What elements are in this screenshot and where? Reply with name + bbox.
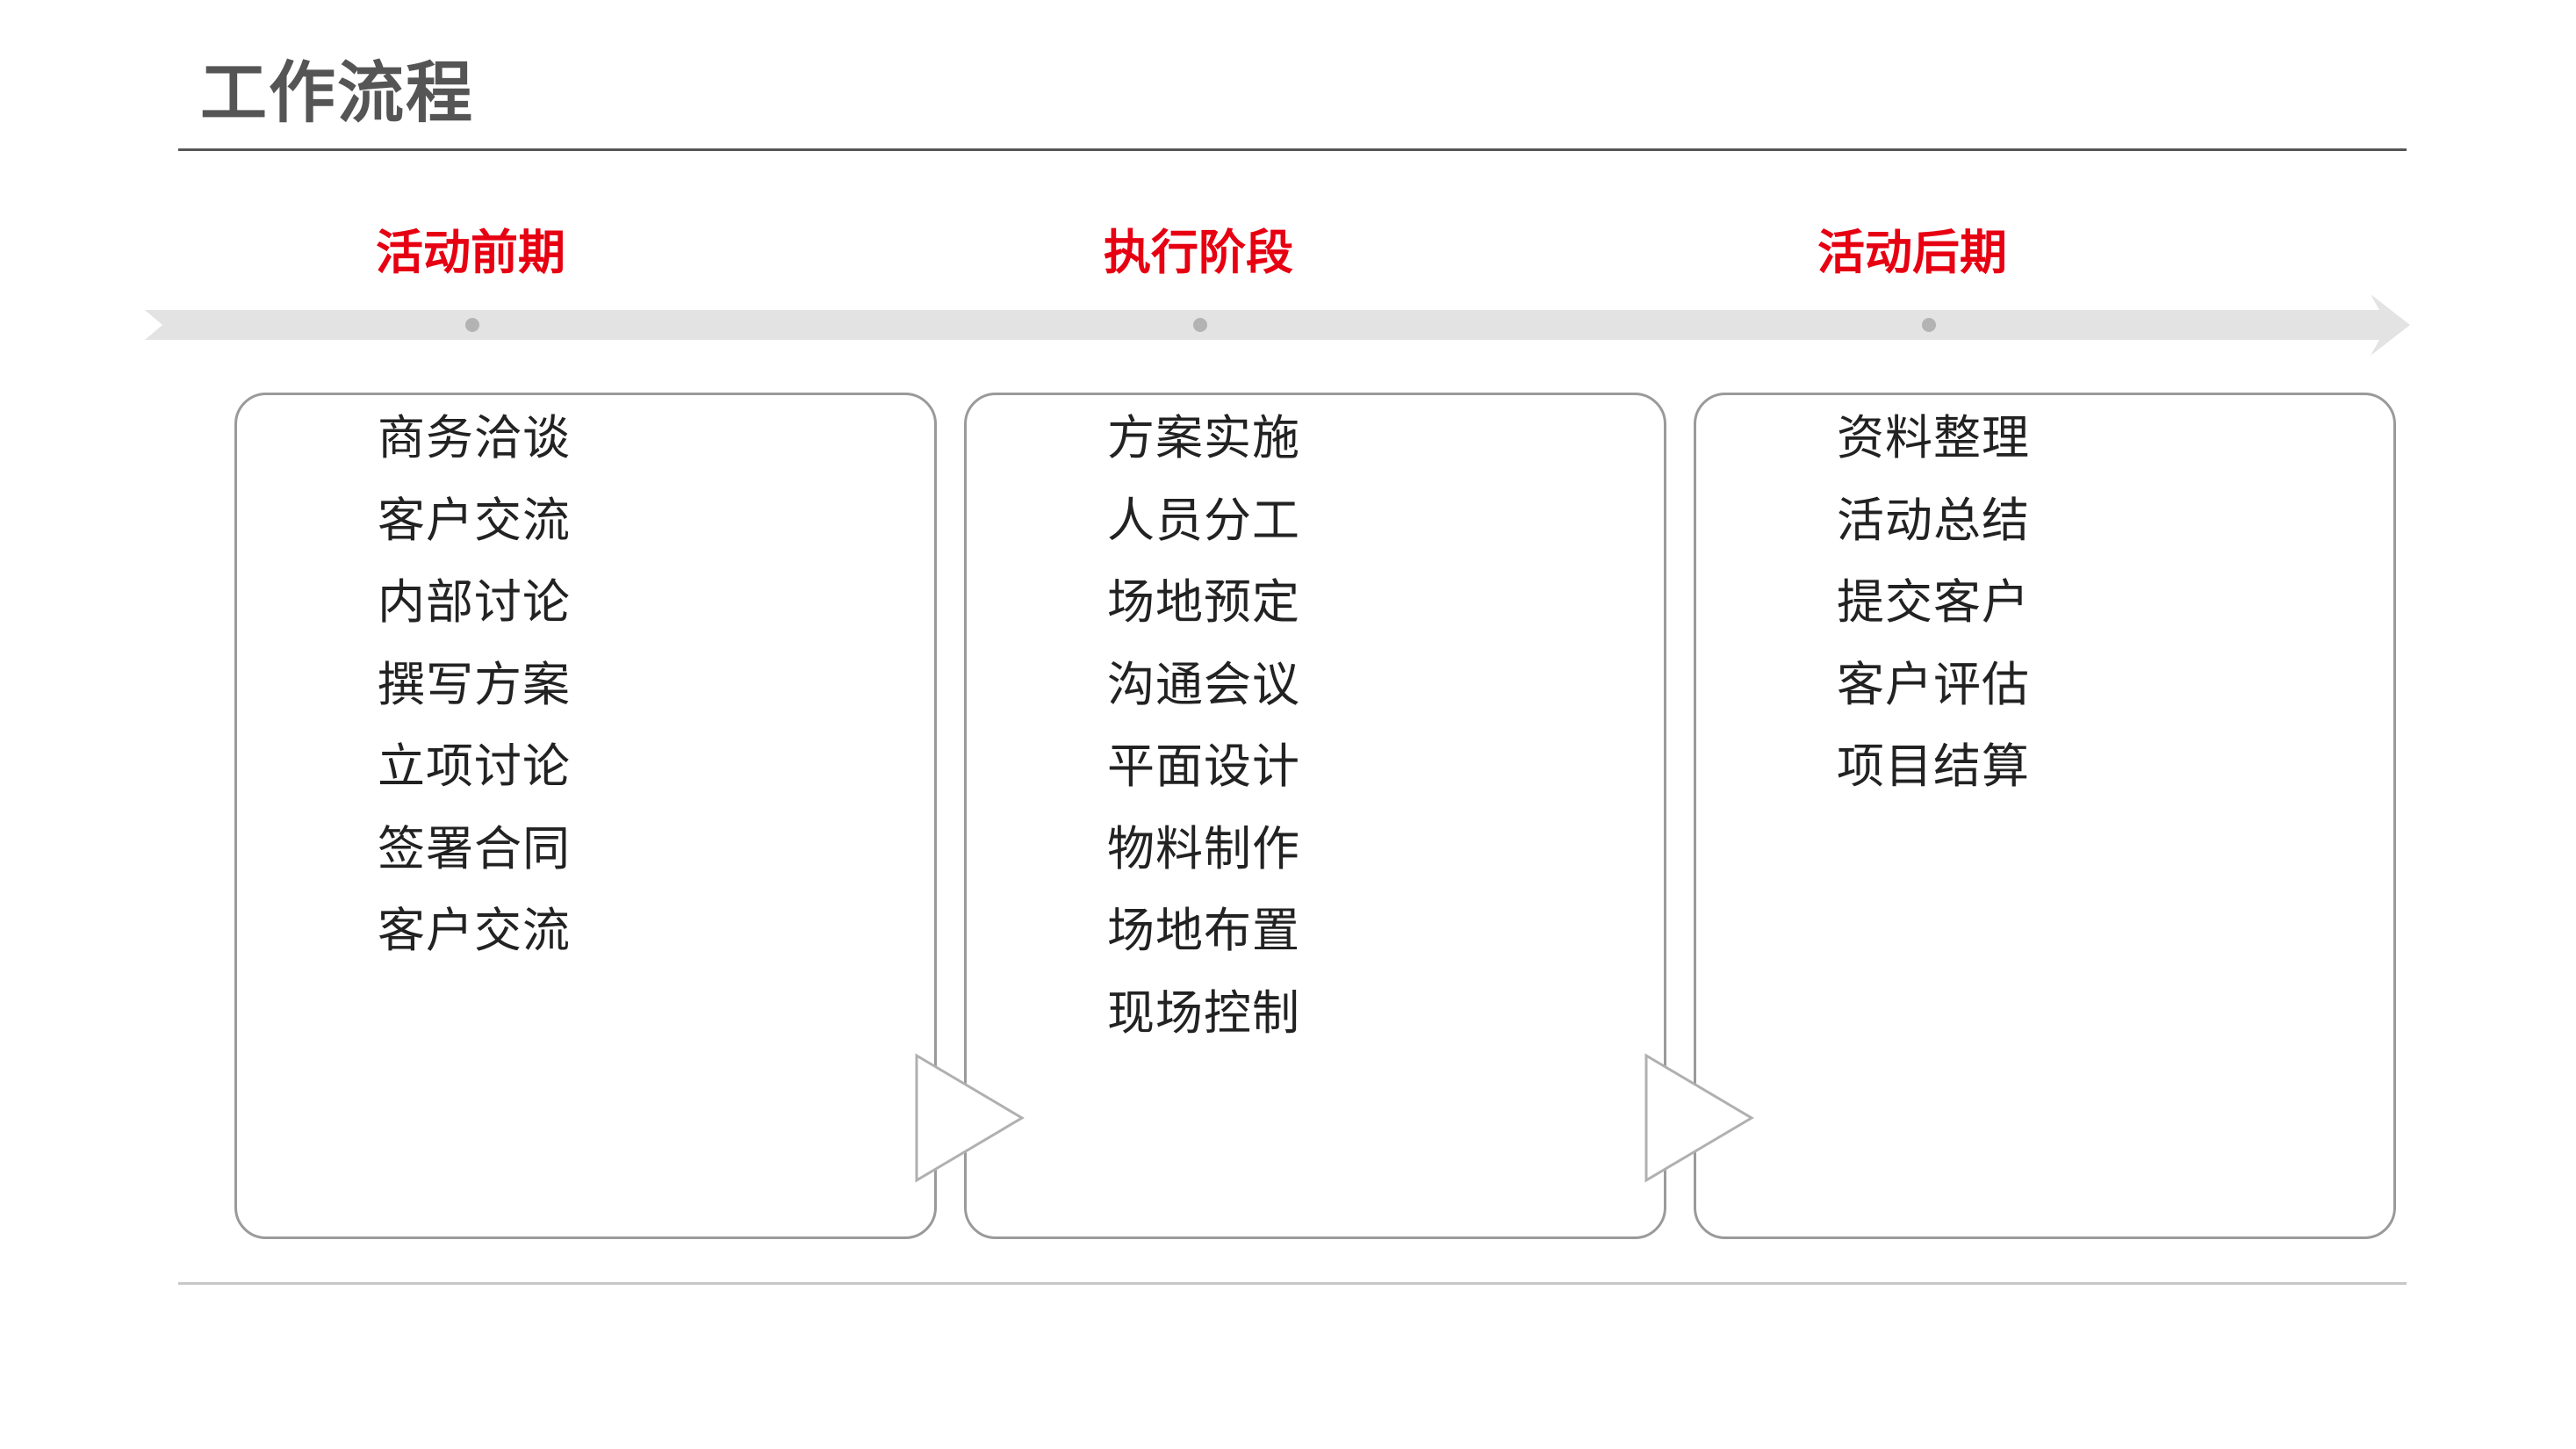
list-item: 客户评估 — [1837, 656, 2030, 712]
list-item: 沟通会议 — [1107, 656, 1300, 712]
timeline-node-post — [1922, 318, 1936, 332]
title-divider — [178, 148, 2407, 151]
list-item: 提交客户 — [1837, 574, 2030, 630]
connector-arrow-icon — [915, 1053, 1025, 1183]
list-item: 场地预定 — [1107, 574, 1300, 630]
list-item: 活动总结 — [1837, 492, 2030, 548]
timeline-arrow-shape — [145, 294, 2410, 356]
page-title: 工作流程 — [200, 54, 474, 132]
list-item: 客户交流 — [378, 492, 571, 548]
list-item: 人员分工 — [1107, 492, 1300, 548]
step-box-pre — [234, 393, 937, 1239]
list-item: 方案实施 — [1107, 410, 1300, 465]
list-item: 内部讨论 — [378, 574, 571, 630]
connector-arrow-icon — [1644, 1053, 1754, 1183]
list-item: 立项讨论 — [378, 739, 571, 794]
step-box-post — [1694, 393, 2396, 1239]
list-item: 项目结算 — [1837, 739, 2030, 794]
list-item: 资料整理 — [1837, 410, 2030, 465]
list-item: 签署合同 — [378, 820, 571, 876]
list-item: 物料制作 — [1107, 820, 1300, 876]
list-item: 商务洽谈 — [378, 410, 571, 465]
list-item: 客户交流 — [378, 903, 571, 958]
step-list-post: 资料整理 活动总结 提交客户 客户评估 项目结算 — [1837, 397, 2170, 808]
phase-label-exec: 执行阶段 — [1104, 225, 1293, 280]
step-list-exec: 方案实施 人员分工 场地预定 沟通会议 平面设计 物料制作 场地布置 现场控制 — [1107, 397, 1441, 1054]
timeline-arrow — [145, 294, 2410, 356]
timeline-node-pre — [465, 318, 479, 332]
timeline-node-exec — [1193, 318, 1207, 332]
phase-label-pre: 活动前期 — [376, 225, 565, 280]
step-box-exec — [964, 393, 1666, 1239]
phase-label-post: 活动后期 — [1817, 225, 2007, 280]
list-item: 平面设计 — [1107, 739, 1300, 794]
step-list-pre: 商务洽谈 客户交流 内部讨论 撰写方案 立项讨论 签署合同 客户交流 — [378, 397, 711, 972]
bottom-divider — [178, 1282, 2407, 1285]
list-item: 撰写方案 — [378, 656, 571, 712]
list-item: 现场控制 — [1107, 984, 1300, 1041]
list-item: 场地布置 — [1107, 903, 1300, 958]
